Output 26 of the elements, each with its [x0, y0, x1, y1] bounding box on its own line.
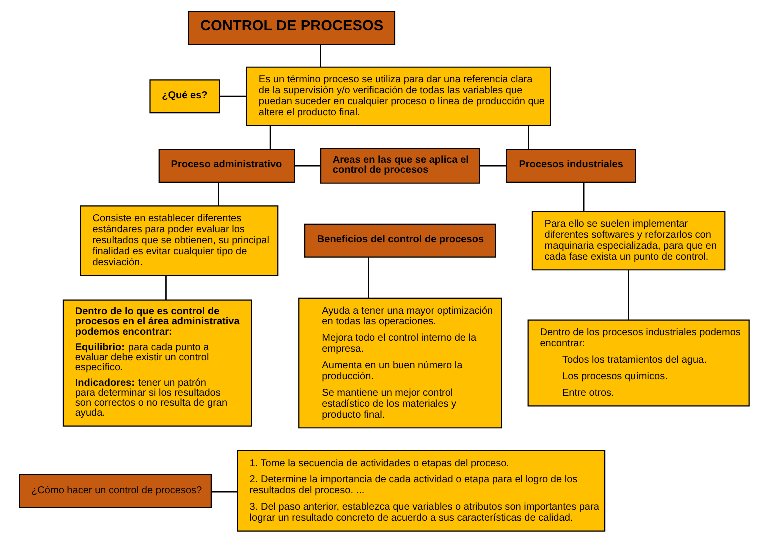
- node-box: 1. Tome la secuencia de actividades o etapas del proceso. 2. Determine la importancia de cada actividad o etapa para el logro de los resultados del proceso. ... 3. Del paso anterior, establezca que variables o atributos son importantes para lograr un resultado concreto de acuerdo a sus características de calidad.: [236, 450, 606, 532]
- connector: [480, 165, 506, 167]
- node-box: Beneficios del control de procesos: [304, 224, 496, 258]
- node-box: Consiste en establecer diferentes estándares para poder evaluar los resultados que se obtienen, su principal finalidad es evitar cualquier tipo de desviación.: [80, 206, 278, 276]
- node-box: Procesos industriales: [506, 149, 636, 183]
- node-box: Para ello se suelen implementar diferentes softwares y reforzarlos con maquinaria especializada, para que en cada fase exista un punto de control.: [531, 211, 726, 271]
- connector: [294, 165, 320, 167]
- node-box: Ayuda a tener una mayor optimización en todas las operaciones. Mejora todo el control interno de la empresa. Aumenta en un buen número la producción. Se mantiene un mejor control estadístico de los materiales y producto final.: [298, 298, 502, 429]
- connector: [218, 182, 219, 206]
- node-box: ¿Cómo hacer un control de procesos?: [18, 474, 212, 508]
- connector: [219, 96, 246, 98]
- node-box: ¿Qué es?: [149, 80, 220, 114]
- connector: [165, 276, 166, 300]
- connector: [582, 182, 584, 212]
- node-box: CONTROL DE PROCESOS: [188, 11, 396, 46]
- node-box: Dentro de los procesos industriales podemos encontrar: Todos los tratamientos del agua. Los procesos químicos. Entre otros.: [527, 320, 750, 407]
- connector: [528, 126, 529, 150]
- connector: [368, 257, 369, 298]
- node-box: Dentro de lo que es control de procesos en el área administrativa podemos encontrar: Equilibrio: para cada punto a evaluar debe existir un control específico. Indicadores: tener un patrón para determinar si los resultados son correctos o no resulta de gran ayuda.: [62, 300, 252, 427]
- node-box: Proceso administrativo: [158, 149, 295, 183]
- node-box: Areas en las que se aplica el control de procesos: [320, 148, 480, 184]
- connector: [269, 126, 271, 150]
- connector: [628, 270, 629, 320]
- connector: [320, 44, 321, 68]
- node-box: Es un término proceso se utiliza para dar una referencia clara de la supervisión y/o verificación de todas las variables que puedan suceder en cualquier proceso o línea de producción que altere el producto final.: [246, 66, 551, 126]
- connector: [211, 491, 238, 493]
